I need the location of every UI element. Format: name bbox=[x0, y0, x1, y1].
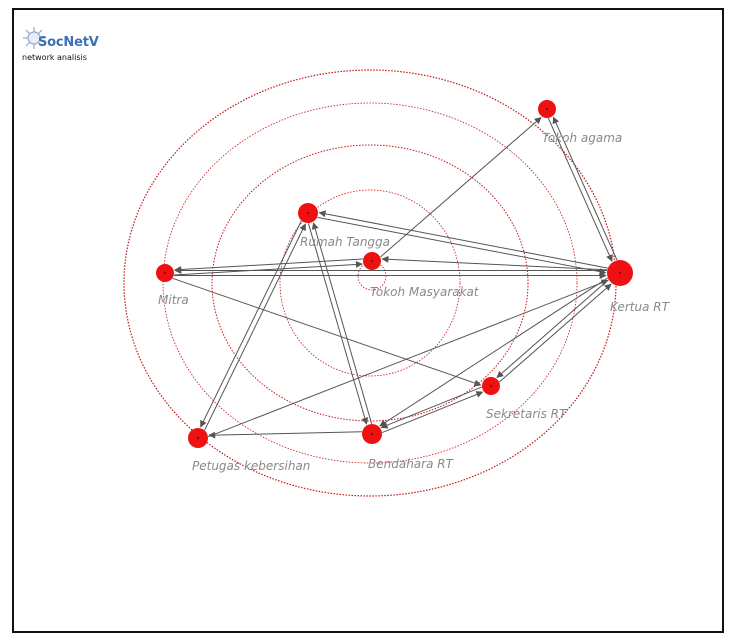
node-sekretaris-rt[interactable]: Sekretaris RT bbox=[482, 377, 568, 421]
edge-bendahara-rt-to-petugas-kebersihan bbox=[208, 431, 362, 439]
app-logo-text: SocNetV bbox=[38, 35, 99, 50]
node-label: Rumah Tangga bbox=[300, 235, 390, 249]
edge-tokoh-masyarakat-to-mitra bbox=[174, 258, 363, 274]
node-center-dot bbox=[490, 385, 492, 387]
edge-tokoh-agama-to-kertua-rt bbox=[547, 118, 613, 262]
ring-4 bbox=[279, 189, 461, 377]
edge-rumah-tangga-to-petugas-kebersihan bbox=[200, 220, 302, 428]
node-bendahara-rt[interactable]: Bendahara RT bbox=[362, 424, 455, 471]
edge-kertua-rt-to-bendahara-rt bbox=[379, 277, 609, 427]
edge-sekretaris-rt-to-bendahara-rt bbox=[380, 386, 482, 429]
edge-bendahara-rt-to-sekretaris-rt bbox=[382, 391, 484, 434]
node-label: Bendahara RT bbox=[368, 457, 455, 471]
edge-sekretaris-rt-to-kertua-rt bbox=[499, 283, 612, 383]
node-center-dot bbox=[619, 272, 621, 274]
node-center-dot bbox=[371, 433, 373, 435]
edge-kertua-rt-to-tokoh-masyarakat bbox=[381, 255, 608, 271]
edge-rumah-tangga-to-kertua-rt bbox=[317, 216, 607, 276]
edge-mitra-to-sekretaris-rt bbox=[172, 277, 482, 387]
node-tokoh-masyarakat[interactable]: Tokoh Masyarakat bbox=[363, 252, 480, 299]
node-petugas-kebersihan[interactable]: Petugas kebersihan bbox=[188, 428, 310, 473]
edge-kertua-rt-to-tokoh-agama bbox=[552, 116, 618, 261]
edge-kertua-rt-to-rumah-tangga bbox=[318, 210, 608, 269]
canvas-frame bbox=[12, 8, 724, 633]
node-label: Tokoh Masyarakat bbox=[370, 285, 480, 299]
node-label: Sekretaris RT bbox=[486, 407, 568, 421]
ring-3 bbox=[211, 144, 529, 422]
node-mitra[interactable]: Mitra bbox=[156, 264, 189, 307]
node-center-dot bbox=[307, 212, 309, 214]
node-label: Kertua RT bbox=[610, 300, 671, 314]
edge-bendahara-rt-to-rumah-tangga bbox=[311, 222, 373, 424]
node-rumah-tangga[interactable]: Rumah Tangga bbox=[298, 203, 390, 249]
node-center-dot bbox=[197, 437, 199, 439]
node-label: Petugas kebersihan bbox=[192, 459, 310, 473]
node-center-dot bbox=[164, 272, 166, 274]
node-center-dot bbox=[546, 108, 548, 110]
edge-rumah-tangga-to-bendahara-rt bbox=[307, 223, 369, 425]
edge-mitra-to-tokoh-masyarakat bbox=[174, 260, 363, 276]
network-gear-icon bbox=[23, 27, 45, 49]
node-center-dot bbox=[371, 260, 373, 262]
ring-2 bbox=[162, 102, 578, 464]
edge-petugas-kebersihan-to-rumah-tangga bbox=[204, 223, 306, 431]
node-label: Tokoh agama bbox=[542, 131, 622, 145]
edge-kertua-rt-to-sekretaris-rt bbox=[496, 279, 609, 378]
edge-tokoh-masyarakat-to-tokoh-agama bbox=[380, 116, 542, 258]
node-kertua-rt[interactable]: Kertua RT bbox=[607, 260, 671, 314]
edges-layer bbox=[172, 116, 618, 439]
app-subtitle: network analisis bbox=[22, 53, 87, 62]
node-label: Mitra bbox=[158, 293, 189, 307]
edge-petugas-kebersihan-to-kertua-rt bbox=[208, 279, 609, 438]
node-tokoh-agama[interactable]: Tokoh agama bbox=[538, 100, 622, 145]
